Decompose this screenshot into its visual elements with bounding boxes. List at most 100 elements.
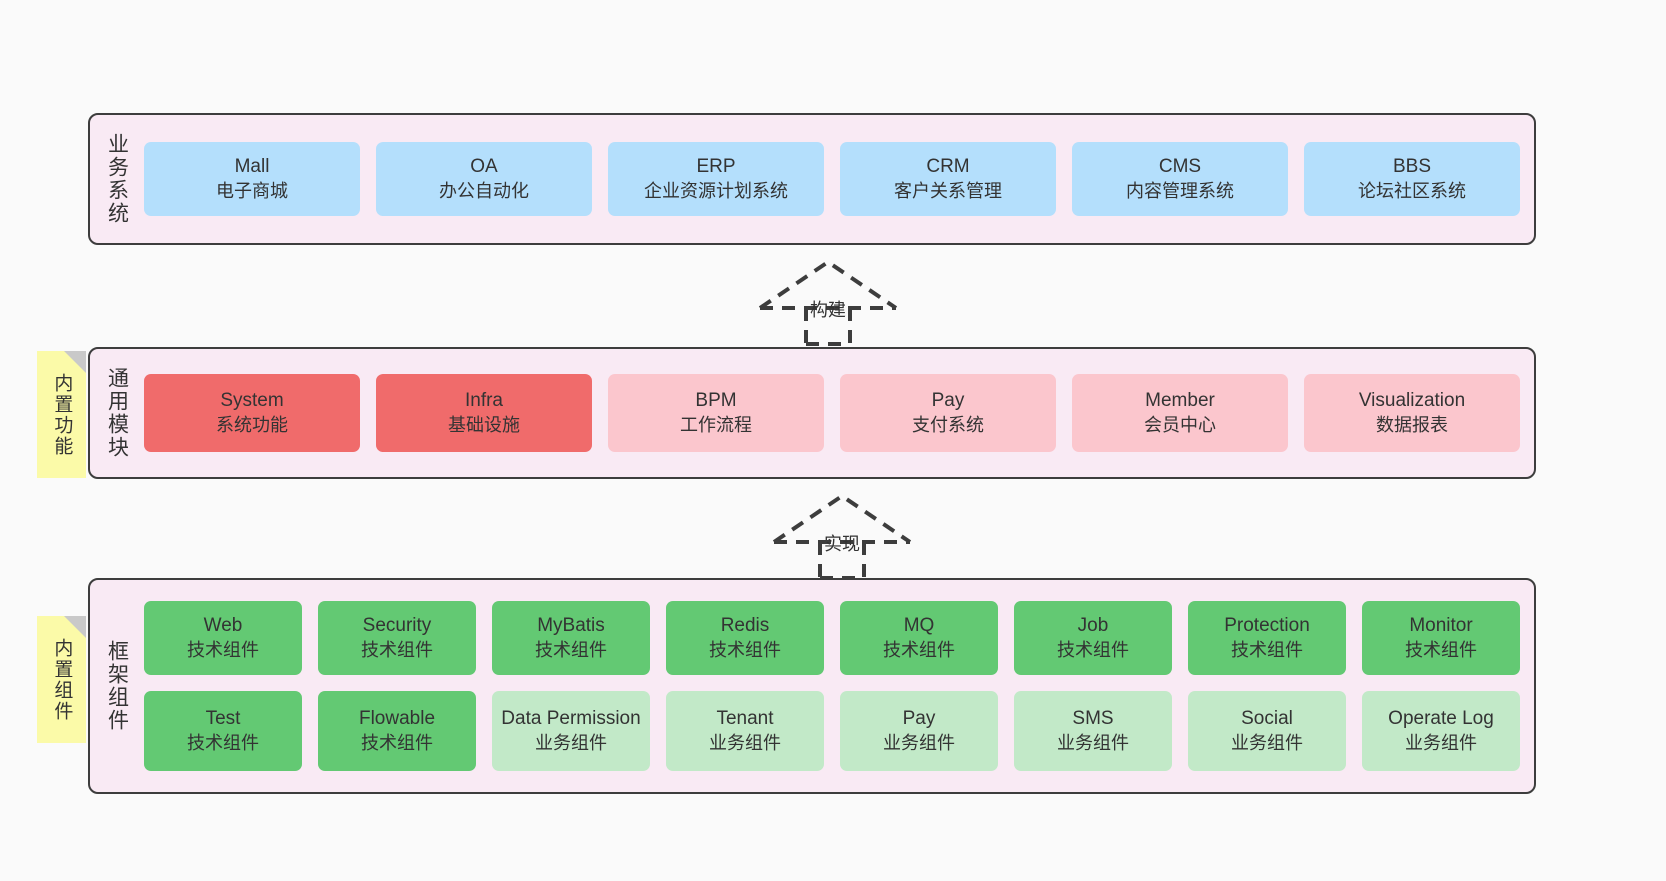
layer-body-framework-component: Web 技术组件 Security 技术组件 MyBatis 技术组件 Redi… [144,580,1534,792]
card-subtitle: 技术组件 [1231,639,1303,660]
connector-build-label: 构建 [810,300,846,320]
card-mall[interactable]: Mall 电子商城 [144,142,360,216]
card-title: Member [1145,390,1215,412]
card-subtitle: 论坛社区系统 [1358,180,1466,201]
card-subtitle: 电子商城 [216,180,288,201]
card-row: System 系统功能 Infra 基础设施 BPM 工作流程 Pay 支付系统… [144,374,1520,452]
layer-body-business-system: Mall 电子商城 OA 办公自动化 ERP 企业资源计划系统 CRM 客户关系… [144,115,1534,243]
card-bbs[interactable]: BBS 论坛社区系统 [1304,142,1520,216]
card-title: Protection [1224,615,1310,637]
card-title: Visualization [1358,390,1466,412]
card-cms[interactable]: CMS 内容管理系统 [1072,142,1288,216]
card-subtitle: 业务组件 [535,732,607,753]
connector-build: 构建 [758,258,898,346]
card-infra[interactable]: Infra 基础设施 [376,374,592,452]
card-subtitle: 技术组件 [361,732,433,753]
layer-framework-component: 框架组件 Web 技术组件 Security 技术组件 MyBatis 技术组件… [88,578,1536,794]
card-title: Infra [464,390,504,412]
layer-title-common-module: 通用模块 [105,367,129,459]
card-title: Security [362,615,432,637]
card-title: CRM [926,156,970,178]
card-subtitle: 办公自动化 [439,180,529,201]
card-subtitle: 技术组件 [361,639,433,660]
card-subtitle: 支付系统 [912,414,984,435]
card-sms[interactable]: SMS 业务组件 [1014,691,1172,771]
card-subtitle: 技术组件 [1057,639,1129,660]
card-title: Tenant [716,708,774,730]
card-subtitle: 企业资源计划系统 [644,180,788,201]
card-job[interactable]: Job 技术组件 [1014,601,1172,675]
card-subtitle: 技术组件 [709,639,781,660]
card-oa[interactable]: OA 办公自动化 [376,142,592,216]
card-subtitle: 业务组件 [883,732,955,753]
card-title: Data Permission [501,708,641,730]
connector-implement: 实现 [772,492,912,580]
card-mq[interactable]: MQ 技术组件 [840,601,998,675]
card-title: System [220,390,284,412]
card-member[interactable]: Member 会员中心 [1072,374,1288,452]
card-title: Social [1241,708,1293,730]
card-tenant[interactable]: Tenant 业务组件 [666,691,824,771]
card-row-technical: Web 技术组件 Security 技术组件 MyBatis 技术组件 Redi… [144,601,1520,675]
card-row: Mall 电子商城 OA 办公自动化 ERP 企业资源计划系统 CRM 客户关系… [144,142,1520,216]
card-bpm[interactable]: BPM 工作流程 [608,374,824,452]
card-subtitle: 业务组件 [1057,732,1129,753]
card-title: MyBatis [537,615,605,637]
note-label: 内置组件 [51,637,73,722]
note-builtin-component: 内置组件 [37,616,86,743]
card-data-permission[interactable]: Data Permission 业务组件 [492,691,650,771]
card-title: Monitor [1409,615,1473,637]
card-pay[interactable]: Pay 支付系统 [840,374,1056,452]
card-subtitle: 技术组件 [187,732,259,753]
card-subtitle: 内容管理系统 [1126,180,1234,201]
card-flowable[interactable]: Flowable 技术组件 [318,691,476,771]
card-mybatis[interactable]: MyBatis 技术组件 [492,601,650,675]
card-system[interactable]: System 系统功能 [144,374,360,452]
card-subtitle: 基础设施 [448,414,520,435]
card-crm[interactable]: CRM 客户关系管理 [840,142,1056,216]
note-fold-icon [64,616,86,638]
card-title: BPM [695,390,737,412]
card-subtitle: 业务组件 [1231,732,1303,753]
layer-business-system: 业务系统 Mall 电子商城 OA 办公自动化 ERP 企业资源计划系统 CRM [88,113,1536,245]
card-subtitle: 业务组件 [1405,732,1477,753]
note-builtin-function: 内置功能 [37,351,86,478]
card-title: BBS [1392,156,1432,178]
layer-body-common-module: System 系统功能 Infra 基础设施 BPM 工作流程 Pay 支付系统… [144,349,1534,477]
layer-title-framework-component: 框架组件 [105,640,129,732]
note-fold-icon [64,351,86,373]
card-redis[interactable]: Redis 技术组件 [666,601,824,675]
card-monitor[interactable]: Monitor 技术组件 [1362,601,1520,675]
card-visualization[interactable]: Visualization 数据报表 [1304,374,1520,452]
card-erp[interactable]: ERP 企业资源计划系统 [608,142,824,216]
note-label: 内置功能 [51,372,73,457]
card-subtitle: 客户关系管理 [894,180,1002,201]
card-test[interactable]: Test 技术组件 [144,691,302,771]
card-title: CMS [1158,156,1202,178]
card-security[interactable]: Security 技术组件 [318,601,476,675]
card-title: OA [470,156,498,178]
card-title: SMS [1072,708,1114,730]
card-subtitle: 技术组件 [1405,639,1477,660]
card-subtitle: 工作流程 [680,414,752,435]
card-title: Job [1077,615,1109,637]
card-title: MQ [903,615,935,637]
card-row-business: Test 技术组件 Flowable 技术组件 Data Permission … [144,691,1520,771]
card-subtitle: 数据报表 [1376,414,1448,435]
card-title: Pay [902,708,936,730]
layer-common-module: 通用模块 System 系统功能 Infra 基础设施 BPM 工作流程 Pay [88,347,1536,479]
card-subtitle: 业务组件 [709,732,781,753]
card-subtitle: 系统功能 [216,414,288,435]
card-title: Pay [931,390,965,412]
card-title: Web [203,615,243,637]
card-social[interactable]: Social 业务组件 [1188,691,1346,771]
layer-title-business-system: 业务系统 [105,133,129,225]
card-subtitle: 技术组件 [187,639,259,660]
card-title: Flowable [358,708,436,730]
card-web[interactable]: Web 技术组件 [144,601,302,675]
card-protection[interactable]: Protection 技术组件 [1188,601,1346,675]
card-pay-business[interactable]: Pay 业务组件 [840,691,998,771]
card-operate-log[interactable]: Operate Log 业务组件 [1362,691,1520,771]
card-title: Mall [234,156,270,178]
